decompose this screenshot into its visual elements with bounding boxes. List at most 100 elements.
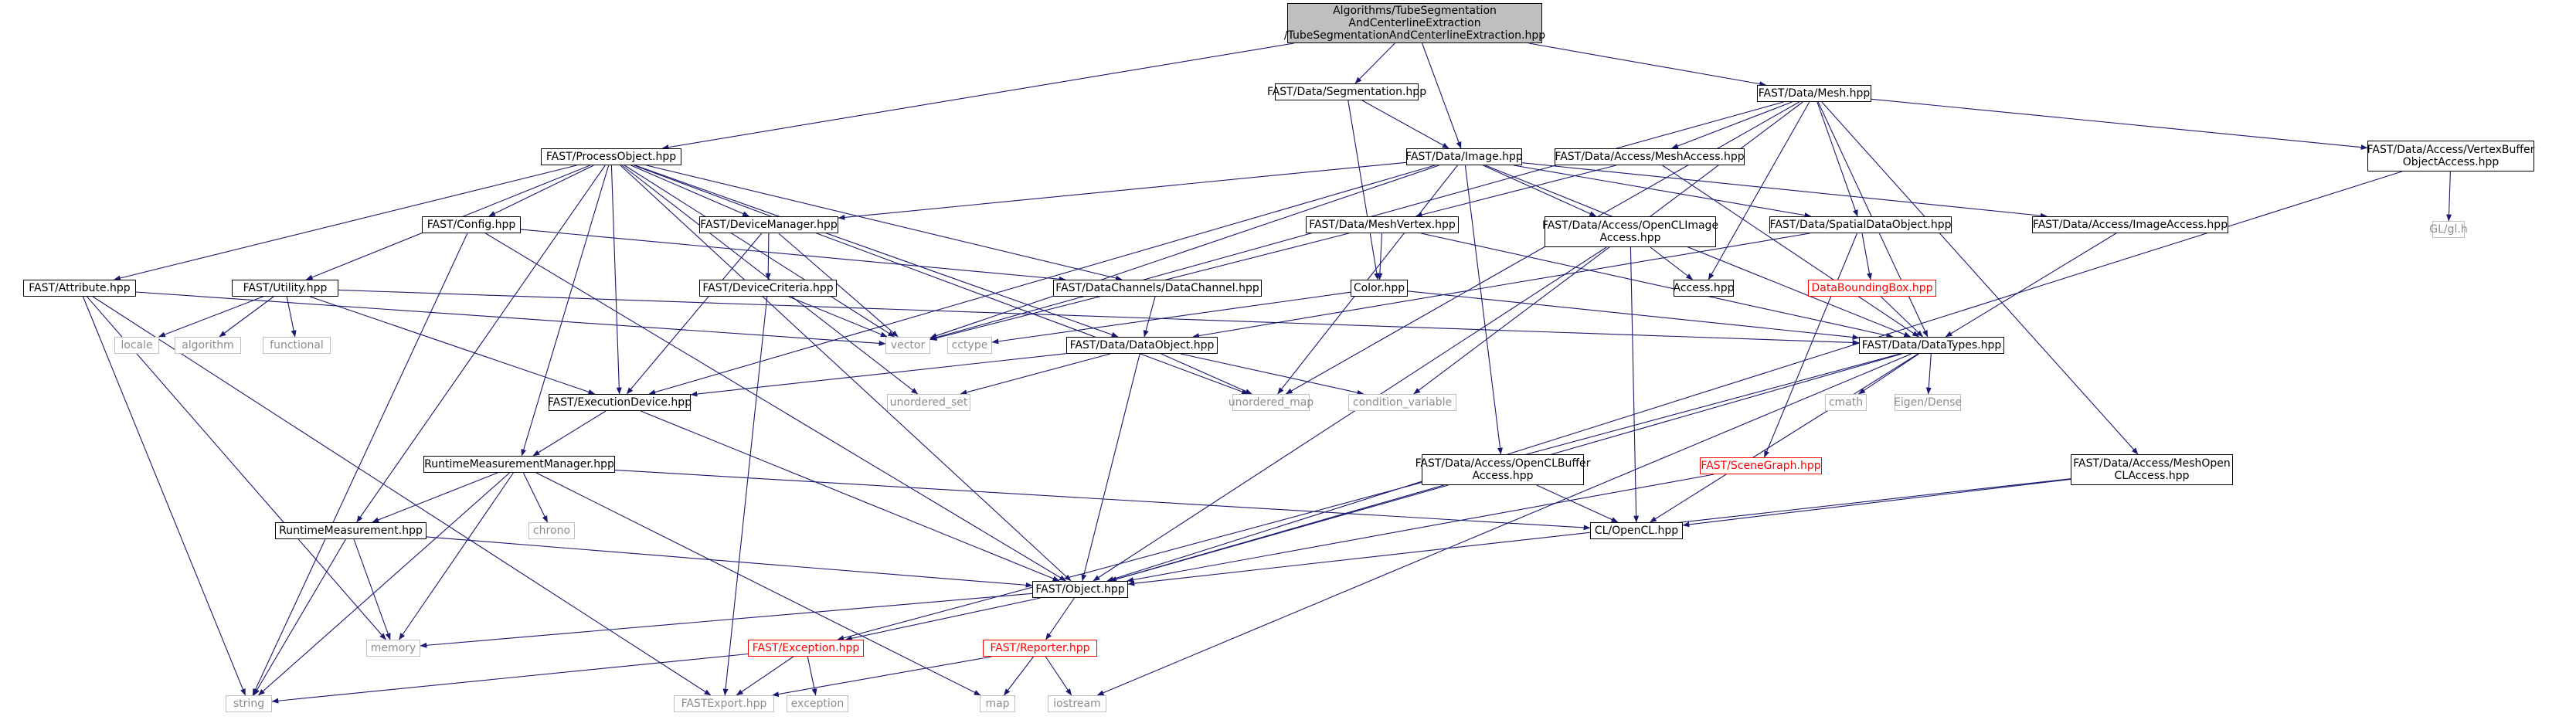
edge-processobject-to-config	[488, 165, 594, 217]
edge-mesh-to-spatialdataobject	[1816, 101, 1858, 217]
edge-spatialdataobject-to-scenegraph	[1763, 233, 1858, 458]
edge-attribute-to-fastexport	[92, 296, 712, 696]
edge-imageaccess-to-datatypes	[1945, 233, 2117, 338]
node-databoundingbox[interactable]: DataBoundingBox.hpp	[1808, 280, 1936, 297]
node-imageaccess[interactable]: FAST/Data/Access/ImageAccess.hpp	[2032, 216, 2228, 233]
edge-utility-to-executiondevice	[310, 296, 596, 395]
node-runtimemanager[interactable]: RuntimeMeasurementManager.hpp	[423, 456, 615, 473]
dependency-edges	[82, 42, 2452, 704]
node-clopencl[interactable]: CL/OpenCL.hpp	[1590, 522, 1683, 539]
edge-exception-hpp-to-exception	[807, 656, 817, 696]
node-utility[interactable]: FAST/Utility.hpp	[232, 280, 338, 297]
edge-runtimemanager-to-map	[535, 472, 981, 696]
edge-reporter-to-fastexport	[772, 656, 992, 698]
edge-devicemanager-to-executiondevice	[626, 233, 763, 395]
edge-dataobject-to-unordered-set	[960, 353, 1111, 396]
edge-openclbuffer-to-object	[1110, 484, 1449, 582]
node-algorithm: algorithm	[175, 337, 241, 354]
node-exception: exception	[787, 695, 848, 712]
edge-meshvertex-to-datatypes	[1420, 233, 1894, 338]
node-meshaccess[interactable]: FAST/Data/Access/MeshAccess.hpp	[1555, 148, 1745, 165]
node-meshvertex[interactable]: FAST/Data/MeshVertex.hpp	[1306, 216, 1459, 233]
node-memory: memory	[366, 640, 420, 657]
edge-processobject-to-runtimemanager	[521, 165, 610, 457]
node-config[interactable]: FAST/Config.hpp	[422, 216, 521, 233]
node-executiondevice[interactable]: FAST/ExecutionDevice.hpp	[548, 394, 692, 411]
edge-config-to-object	[485, 233, 1066, 582]
edge-utility-to-datatypes	[338, 289, 1860, 345]
edge-spatialdataobject-to-dataobject	[1192, 233, 1810, 339]
node-color[interactable]: Color.hpp	[1351, 280, 1408, 297]
edge-segmentation-to-color	[1347, 100, 1380, 280]
edge-runtime-to-object	[426, 536, 1033, 588]
node-devicemanager[interactable]: FAST/DeviceManager.hpp	[699, 216, 838, 233]
node-devicecriteria[interactable]: FAST/DeviceCriteria.hpp	[699, 280, 837, 297]
node-root[interactable]: Algorithms/TubeSegmentation AndCenterlin…	[1283, 3, 1546, 43]
edge-databoundingbox-to-datatypes	[1881, 296, 1923, 338]
edge-image-to-datatypes	[1485, 165, 1912, 338]
node-vector: vector	[885, 337, 930, 354]
node-map: map	[980, 695, 1015, 712]
edge-image-to-openclbuffer	[1464, 165, 1503, 455]
edge-image-to-spatialdataobject	[1514, 165, 1812, 219]
edge-datatypes-to-cmath	[1858, 353, 1919, 395]
node-eigen: Eigen/Dense	[1894, 394, 1962, 411]
node-exception-hpp[interactable]: FAST/Exception.hpp	[748, 640, 864, 657]
node-openclbuffer[interactable]: FAST/Data/Access/OpenCLBuffer Access.hpp	[1415, 454, 1590, 485]
node-datatypes[interactable]: FAST/Data/DataTypes.hpp	[1859, 337, 2004, 354]
node-mesh[interactable]: FAST/Data/Mesh.hpp	[1757, 85, 1871, 102]
node-attribute[interactable]: FAST/Attribute.hpp	[23, 280, 136, 297]
edge-image-to-imageaccess	[1521, 162, 2048, 219]
edge-executiondevice-to-runtimemanager	[532, 410, 607, 457]
node-chrono: chrono	[528, 522, 575, 539]
node-object[interactable]: FAST/Object.hpp	[1032, 581, 1128, 598]
edge-mesh-to-meshopencl	[1821, 101, 2139, 455]
node-openclimage[interactable]: FAST/Data/Access/OpenCLImage Access.hpp	[1542, 216, 1718, 247]
edge-object-to-memory	[420, 593, 1033, 648]
edge-processobject-to-runtime	[356, 165, 606, 523]
edge-processobject-to-devicemanager	[630, 165, 749, 217]
edge-dataobject-to-object	[1081, 353, 1140, 582]
edge-processobject-to-attribute	[114, 165, 577, 281]
edge-vertexbuffer-to-object	[1106, 171, 2402, 582]
node-string: string	[226, 695, 272, 712]
edge-meshaccess-to-meshvertex	[1415, 165, 1616, 218]
node-segmentation[interactable]: FAST/Data/Segmentation.hpp	[1267, 83, 1426, 100]
edge-image-to-openclimage	[1483, 165, 1597, 217]
node-dataobject[interactable]: FAST/Data/DataObject.hpp	[1066, 337, 1218, 354]
edge-exception-hpp-to-string	[271, 653, 749, 704]
node-vertexbuffer[interactable]: FAST/Data/Access/VertexBuffer ObjectAcce…	[2367, 141, 2534, 172]
edge-root-to-image	[1422, 42, 1462, 149]
node-runtime[interactable]: RuntimeMeasurement.hpp	[275, 522, 427, 539]
edge-meshopencl-to-clopencl	[1682, 478, 2071, 528]
edge-root-to-segmentation	[1354, 42, 1395, 84]
node-datachannel[interactable]: FAST/DataChannels/DataChannel.hpp	[1053, 280, 1262, 297]
edge-devicemanager-to-devicecriteria	[765, 233, 771, 280]
edge-processobject-to-unordered-map	[634, 165, 1249, 395]
edge-openclimage-to-access	[1650, 246, 1694, 280]
node-unordered-set: unordered_set	[887, 394, 970, 411]
node-cctype: cctype	[947, 337, 992, 354]
node-spatialdataobject[interactable]: FAST/Data/SpatialDataObject.hpp	[1769, 216, 1952, 233]
edge-object-to-exception-hpp	[845, 597, 1041, 641]
edge-reporter-to-iostream	[1045, 656, 1072, 696]
node-processobject[interactable]: FAST/ProcessObject.hpp	[541, 148, 681, 165]
edge-dataobject-to-condition-variable	[1180, 353, 1364, 396]
edge-spatialdataobject-to-databoundingbox	[1861, 233, 1872, 280]
node-iostream: iostream	[1048, 695, 1106, 712]
node-image[interactable]: FAST/Data/Image.hpp	[1405, 148, 1523, 165]
edge-dataobject-to-executiondevice	[690, 353, 1067, 397]
edge-devicecriteria-to-fastexport	[722, 296, 768, 696]
node-access[interactable]: Access.hpp	[1673, 280, 1735, 297]
node-scenegraph[interactable]: FAST/SceneGraph.hpp	[1700, 457, 1822, 474]
edge-exception-hpp-to-fastexport	[736, 656, 794, 696]
edge-image-to-vector	[929, 165, 1439, 338]
edge-mesh-to-condition-variable	[1413, 101, 1803, 395]
edge-segmentation-to-image	[1361, 100, 1449, 149]
edge-runtime-to-memory	[353, 538, 391, 640]
edge-root-to-mesh	[1528, 42, 1766, 87]
node-functional: functional	[263, 337, 331, 354]
node-reporter[interactable]: FAST/Reporter.hpp	[983, 640, 1097, 657]
edge-object-to-reporter	[1045, 597, 1075, 640]
node-meshopencl[interactable]: FAST/Data/Access/MeshOpen CLAccess.hpp	[2071, 454, 2233, 485]
